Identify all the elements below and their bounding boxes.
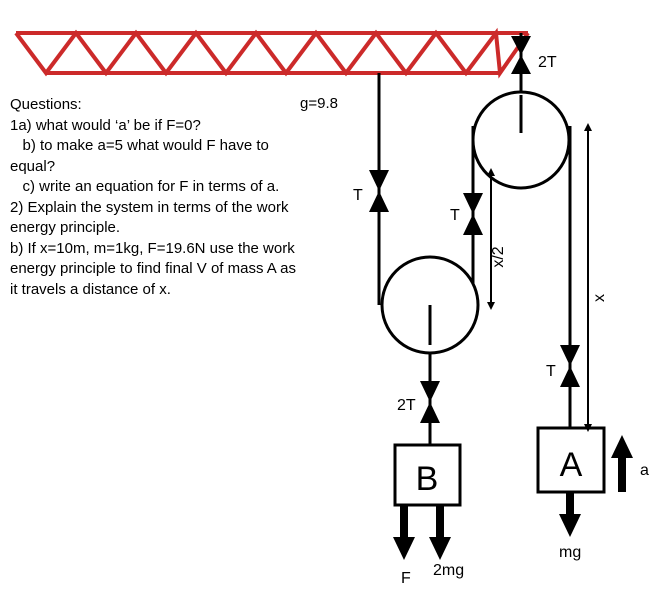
label-block-b: B — [416, 460, 439, 498]
tension-markers — [369, 36, 580, 423]
label-dist-half: x/2 — [490, 246, 507, 267]
question-line-6: energy principle. — [10, 219, 121, 236]
top-pulley — [471, 90, 571, 190]
label-tension-middle: T — [450, 207, 460, 224]
tension-marker-middle — [463, 193, 483, 235]
question-line-3: equal? — [10, 157, 56, 175]
gravity-value: g=9.8 — [300, 95, 338, 112]
label-weight-b: 2mg — [433, 562, 464, 579]
label-acceleration: a — [640, 462, 649, 479]
question-line-9: it travels a distance of x. — [10, 280, 171, 298]
force-f-arrow — [393, 505, 415, 560]
question-line-7: b) If x=10m, m=1kg, F=19.6N use the work — [10, 239, 295, 257]
question-line-4: c) write an equation for F in terms of a… — [10, 178, 280, 195]
label-tension-ceiling: 2T — [538, 54, 557, 71]
weight-mg-arrow — [559, 492, 581, 537]
tension-marker-left — [369, 170, 389, 212]
question-line-8: energy principle to find final V of mass… — [10, 260, 296, 277]
acceleration-arrow — [611, 435, 633, 492]
question-line-5: 2) Explain the system in terms of the wo… — [10, 198, 289, 216]
ceiling-truss — [14, 27, 530, 79]
label-block-a: A — [560, 446, 583, 484]
label-tension-right: T — [546, 363, 556, 380]
weight-2mg-arrow — [429, 505, 451, 560]
questions-heading: Questions: — [10, 96, 82, 113]
tension-marker-b — [420, 381, 440, 423]
label-dist-full: x — [591, 294, 608, 302]
questions-text: Questions: 1a) what would ‘a’ be if F=0?… — [10, 95, 350, 300]
label-force-f: F — [401, 570, 411, 587]
tension-marker-right — [560, 345, 580, 387]
label-tension-b: 2T — [397, 397, 416, 414]
label-weight-a: mg — [559, 544, 581, 561]
label-tension-left: T — [353, 187, 363, 204]
block-b — [393, 443, 462, 507]
tension-marker-ceiling — [511, 36, 531, 74]
question-line-1: 1a) what would ‘a’ be if F=0? — [10, 116, 201, 134]
question-line-2: b) to make a=5 what would F have to — [10, 137, 269, 154]
